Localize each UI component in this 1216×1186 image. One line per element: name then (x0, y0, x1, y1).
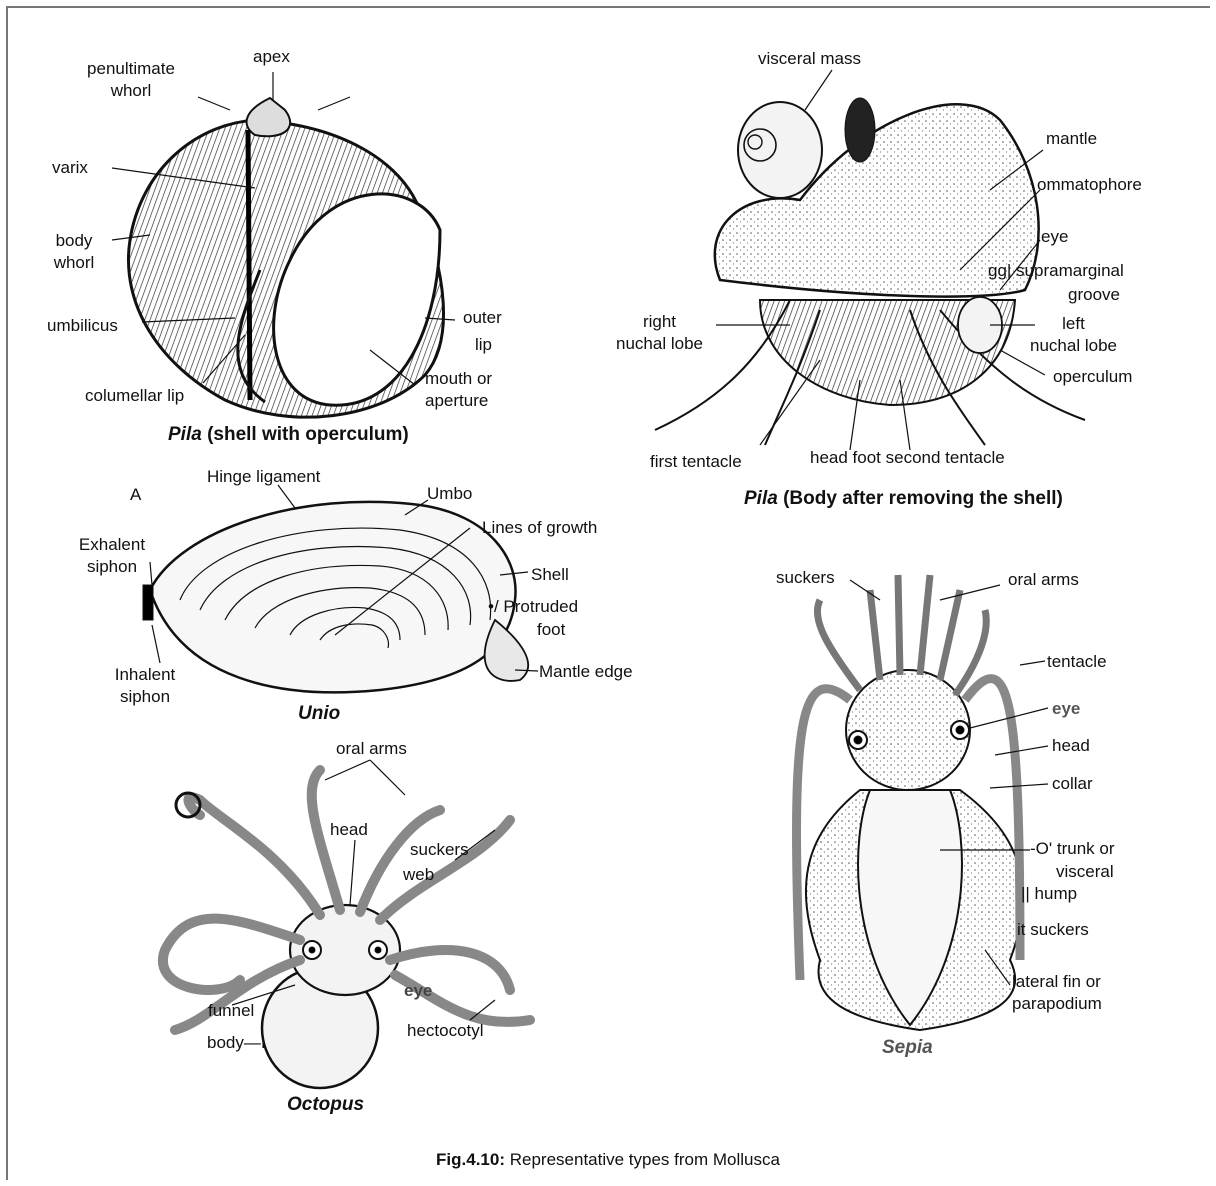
label-inhalent-siphon: Inhalent siphon (104, 664, 186, 708)
label-body-whorl: body whorl (46, 230, 102, 274)
label-sepia-suckers-top: suckers (776, 567, 835, 589)
label-lines-of-growth: Lines of growth (482, 517, 597, 539)
label-mouth-aperture: mouth or aperture (425, 368, 492, 412)
label-sepia-eye: eye (1052, 698, 1080, 720)
label-mantle-edge: Mantle edge (539, 661, 633, 683)
figure-caption: Fig.4.10: Representative types from Moll… (0, 1150, 1216, 1170)
label-sepia-lateral-fin: lateral fin or (1012, 971, 1101, 993)
label-shell: Shell (531, 564, 569, 586)
label-operculum: operculum (1053, 366, 1132, 388)
label-octopus-hectocotyl: hectocotyl (407, 1020, 484, 1042)
label-sepia-head: head (1052, 735, 1090, 757)
label-sepia-oral-arms: oral arms (1008, 569, 1079, 591)
label-octopus-funnel: funnel (208, 1000, 254, 1022)
label-outer-lip: outer (463, 307, 502, 329)
label-groove: groove (1068, 284, 1120, 306)
label-outer-lip-2: lip (475, 334, 492, 356)
label-octopus-suckers: suckers (410, 839, 469, 861)
label-sepia-visceral: visceral (1056, 861, 1114, 883)
label-umbo: Umbo (427, 483, 472, 505)
figure-number: Fig.4.10: (436, 1150, 505, 1169)
caption-pila-shell-genus: Pila (168, 424, 202, 445)
caption-pila-body-text: (Body after removing the shell) (778, 488, 1063, 509)
caption-pila-body: Pila (Body after removing the shell) (744, 488, 1063, 510)
label-protruded: •/ Protruded (488, 596, 578, 618)
label-right-nuchal-lobe: right nuchal lobe (602, 311, 717, 355)
label-left-nuchal-lobe: left nuchal lobe (1016, 313, 1131, 357)
caption-pila-body-genus: Pila (744, 488, 778, 509)
label-apex: apex (253, 46, 290, 68)
label-foot: foot (537, 619, 565, 641)
label-hinge-ligament: Hinge ligament (207, 466, 320, 488)
label-first-tentacle: first tentacle (650, 451, 742, 473)
label-head-foot-second-tentacle: head foot second tentacle (810, 447, 1005, 469)
label-exhalent-siphon: Exhalent siphon (66, 534, 158, 578)
label-visceral-mass: visceral mass (758, 48, 861, 70)
pila-shell-drawing (112, 72, 455, 417)
label-columellar-lip: columellar lip (85, 385, 184, 407)
caption-octopus: Octopus (287, 1094, 364, 1116)
label-sepia-collar: collar (1052, 773, 1093, 795)
caption-pila-shell-text: (shell with operculum) (202, 424, 409, 445)
unio-drawing (143, 485, 538, 692)
label-sepia-trunk: -O' trunk or (1030, 838, 1115, 860)
label-eye: eye (1041, 226, 1068, 248)
label-varix: varix (52, 157, 88, 179)
label-sepia-suckers-low: it suckers (1017, 919, 1089, 941)
label-umbilicus: umbilicus (47, 315, 118, 337)
label-octopus-head: head (330, 819, 368, 841)
caption-unio: Unio (298, 703, 340, 725)
label-octopus-oral-arms: oral arms (336, 738, 407, 760)
label-penultimate-whorl: penultimate whorl (76, 58, 186, 102)
label-octopus-web: web (403, 864, 434, 886)
label-mantle: mantle (1046, 128, 1097, 150)
label-ommatophore: ommatophore (1037, 174, 1142, 196)
label-sepia-hump: || hump (1021, 883, 1077, 905)
caption-pila-shell: Pila (shell with operculum) (168, 424, 409, 446)
label-sepia-tentacle: tentacle (1047, 651, 1107, 673)
label-octopus-body: body—I (207, 1032, 266, 1054)
label-supramarginal: gg| supramarginal (988, 260, 1124, 282)
label-sepia-parapodium: parapodium (1012, 993, 1102, 1015)
label-octopus-eye: eye (404, 980, 432, 1002)
figure-caption-text: Representative types from Mollusca (510, 1150, 780, 1169)
sepia-drawing (797, 575, 1048, 1030)
label-a: A (130, 484, 141, 506)
caption-sepia: Sepia (882, 1037, 933, 1059)
